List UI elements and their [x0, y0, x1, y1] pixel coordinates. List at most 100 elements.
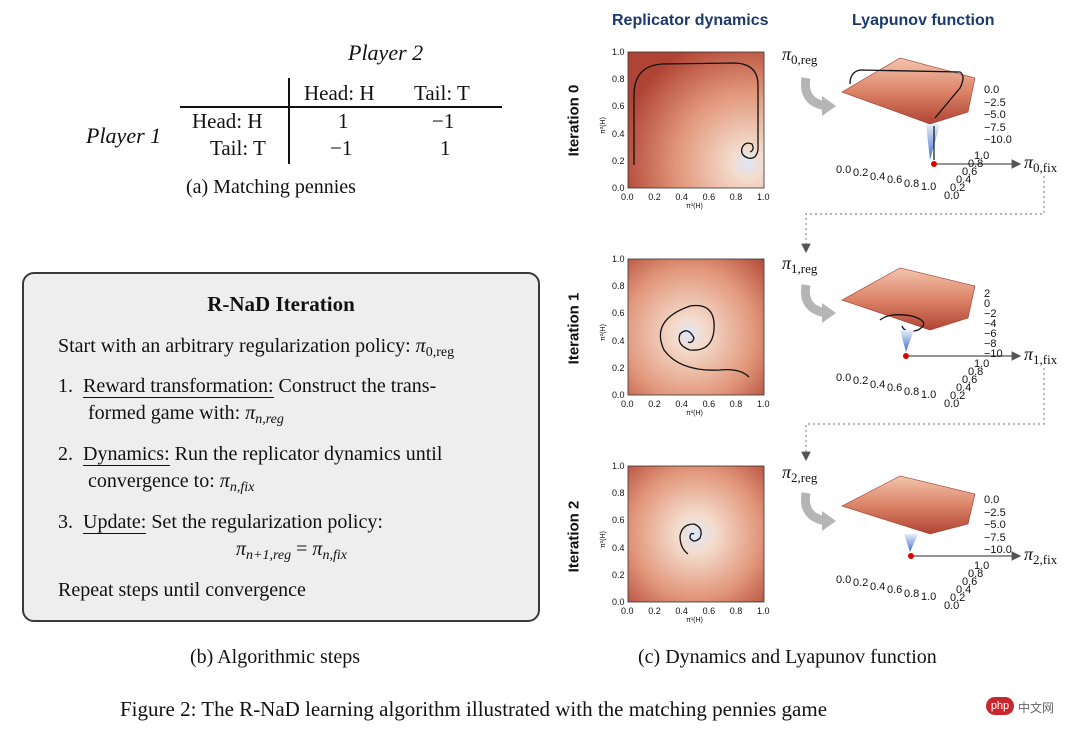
- surface-0-ztick: −7.5: [984, 121, 1006, 134]
- heatmap-2: [627, 465, 765, 603]
- heatmap-0-ytick: 0.4: [612, 128, 625, 139]
- surface-2-xtick: 0.6: [887, 584, 903, 597]
- col-header-tail: Tail: T: [414, 81, 470, 105]
- payoff-cell-hh: 1: [338, 109, 349, 133]
- surface-2-ztick: −2.5: [984, 506, 1006, 519]
- heatmap-1-xtick: 1.0: [757, 399, 770, 409]
- surface-0-ztick: 0.0: [984, 84, 1000, 96]
- payoff-cell-th: −1: [330, 136, 353, 160]
- heatmap-0-ytick: 1.0: [612, 47, 625, 57]
- heatmap-0-xtick: 1.0: [757, 192, 770, 202]
- surface-2-xtick: 0.2: [853, 577, 869, 590]
- payoff-cell-tt: 1: [440, 136, 451, 160]
- heatmap-0-ytick: 0.8: [612, 74, 625, 85]
- heatmap-0-ylabel: π²(H): [599, 117, 607, 134]
- reg-arrow-1-head: [822, 303, 836, 323]
- rnad-title: R-NaD Iteration: [207, 292, 355, 316]
- heatmap-0-ytick: 0.2: [612, 155, 625, 166]
- lyapunov-surface-0: [841, 57, 976, 167]
- heatmap-1: [627, 258, 765, 396]
- surface-1-xtick: 0.2: [853, 375, 869, 388]
- rnad-repeat: Repeat steps until convergence: [58, 579, 306, 601]
- player2-label: Player 2: [348, 40, 424, 65]
- surface-0-ytick: 0.8: [968, 158, 984, 170]
- heatmap-1-ytick: 0.8: [612, 281, 625, 292]
- heatmap-0-xtick: 0.0: [621, 192, 634, 202]
- surface-1-xtick: 1.0: [921, 389, 937, 401]
- heatmap-0-ytick: 0.0: [612, 183, 625, 193]
- col-header-head: Head: H: [304, 81, 375, 105]
- caption-a: (a) Matching pennies: [186, 176, 356, 198]
- surface-1-ytick: 0.6: [962, 374, 978, 386]
- surface-1-ztick: 0: [984, 298, 991, 310]
- caption-c: (c) Dynamics and Lyapunov function: [638, 646, 937, 668]
- row-header-tail: Tail: T: [210, 136, 266, 160]
- heatmap-1-xtick: 0.2: [648, 399, 661, 409]
- surface-0-xtick: 0.2: [853, 167, 869, 180]
- step-2-cont: convergence to: πn,fix: [88, 470, 255, 495]
- trajectory-1: [659, 304, 750, 378]
- lyapunov-surface-1: [841, 267, 976, 359]
- heatmap-2-xtick: 0.6: [702, 606, 716, 616]
- surface-1-ztick: −10: [984, 348, 1003, 360]
- surface-1-xtick: 0.8: [904, 385, 920, 398]
- pi-reg-1: π1,reg: [782, 253, 818, 276]
- surface-1-ztick: −6: [984, 328, 997, 340]
- rnad-start: Start with an arbitrary regularization p…: [58, 335, 455, 360]
- table-vrule: [288, 78, 290, 164]
- surface-2-ytick: 0.6: [962, 576, 978, 588]
- surface-2-ytick: 0.2: [950, 592, 966, 604]
- table-hrule: [180, 106, 502, 108]
- heatmap-2-ytick: 0.4: [612, 542, 625, 553]
- step-2: 2. Dynamics: Run the replicator dynamics…: [58, 443, 443, 466]
- payoff-cell-ht: −1: [432, 109, 455, 133]
- watermark-logo: php: [986, 697, 1014, 715]
- heatmap-2-xtick: 0.8: [729, 606, 743, 616]
- surface-1-ytick: 0.4: [956, 382, 972, 394]
- surface-1-ytick: 0.2: [950, 390, 966, 402]
- loop-connector-1: [801, 368, 1045, 462]
- surface-0-ytick: 1.0: [974, 150, 990, 162]
- surface-0-ytick: 0.2: [950, 182, 966, 194]
- pi-fix-0: π0,fix: [1024, 152, 1058, 175]
- surface-1-ztick: −8: [984, 338, 997, 350]
- step-3-eq: πn+1,reg = πn,fix: [236, 538, 347, 563]
- surface-0-ztick: −2.5: [984, 96, 1006, 109]
- pi-fix-1: π1,fix: [1024, 344, 1058, 367]
- heatmap-2-ytick: 1.0: [612, 461, 625, 471]
- heatmap-0-xtick: 0.6: [702, 192, 716, 202]
- surface-0-xtick: 1.0: [921, 181, 937, 193]
- heatmap-2-ylabel: π²(H): [599, 531, 607, 548]
- heatmap-0-ytick: 0.6: [612, 101, 625, 112]
- surface-0-xtick: 0.0: [836, 164, 852, 176]
- surface-2-ytick: 0.4: [956, 584, 972, 596]
- surface-0-xtick: 0.6: [887, 174, 903, 187]
- trajectory-2: [679, 523, 702, 555]
- surface-0-xtick: 0.4: [870, 170, 886, 183]
- surface-2-ztick: 0.0: [984, 494, 1000, 506]
- surface-0-xtick: 0.8: [904, 177, 920, 190]
- surface-0-ytick: 0.4: [956, 174, 972, 186]
- heatmap-1-ytick: 0.0: [612, 390, 625, 400]
- surface-1-ztick: −4: [984, 318, 997, 330]
- pi-reg-0: π0,reg: [782, 44, 818, 67]
- surface-1-ytick: 1.0: [974, 358, 990, 370]
- col-title-replicator: Replicator dynamics: [612, 12, 769, 29]
- surface-1-ytick: 0.0: [944, 398, 960, 410]
- surface-0-ztick: −10.0: [984, 134, 1012, 146]
- surface-1-ztick: 2: [984, 288, 991, 300]
- pi-fix-2: π2,fix: [1024, 544, 1058, 567]
- surface-1-xtick: 0.0: [836, 372, 852, 384]
- surface-1-xtick: 0.4: [870, 378, 886, 391]
- heatmap-1-ytick: 0.2: [612, 362, 625, 373]
- heatmap-1-ytick: 0.6: [612, 308, 625, 319]
- watermark-text: 中文网: [1018, 701, 1055, 715]
- step-3: 3. Update: Set the regularization policy…: [58, 511, 383, 534]
- heatmap-1-xtick: 0.6: [702, 399, 716, 409]
- heatmap-2-xtick: 0.4: [675, 606, 688, 616]
- heatmap-2-ytick: 0.8: [612, 488, 625, 499]
- step-1-cont: formed game with: πn,reg: [88, 402, 284, 427]
- surface-1-xtick: 0.6: [887, 382, 903, 395]
- surface-2-ytick: 1.0: [974, 560, 990, 572]
